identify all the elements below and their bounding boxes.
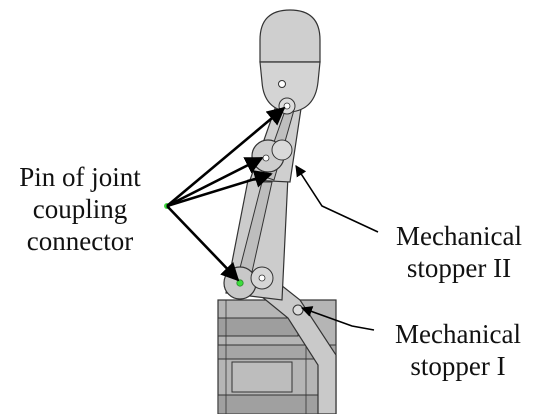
stopper-2-label: Mechanical stopper II bbox=[368, 220, 550, 284]
coupling-pins bbox=[236, 97, 304, 316]
pin-mcp bbox=[236, 279, 244, 287]
pin-connector-label: Pin of joint coupling connector bbox=[0, 161, 160, 257]
middle-phalanx bbox=[249, 99, 303, 183]
stopper-1-label: Mechanical stopper I bbox=[366, 318, 550, 382]
stopper-2-label-line-1: Mechanical bbox=[396, 221, 522, 251]
stopper-2-pointer bbox=[295, 165, 379, 233]
stopper-1-pointer bbox=[300, 306, 375, 331]
proximal-phalanx bbox=[223, 175, 289, 301]
lower-lever bbox=[255, 268, 337, 414]
pin-label-line-3: connector bbox=[26, 226, 134, 256]
stopper-1-label-line-2: stopper I bbox=[410, 351, 506, 381]
pin-pointer-lines bbox=[164, 106, 286, 282]
pin-pip bbox=[262, 154, 270, 162]
distal-phalanx bbox=[259, 9, 321, 113]
stopper-2-label-line-2: stopper II bbox=[406, 253, 512, 283]
stopper-1-label-line-1: Mechanical bbox=[395, 319, 521, 349]
pin-label-line-1: Pin of joint bbox=[19, 162, 141, 192]
pin-label-line-2: coupling bbox=[32, 194, 128, 224]
